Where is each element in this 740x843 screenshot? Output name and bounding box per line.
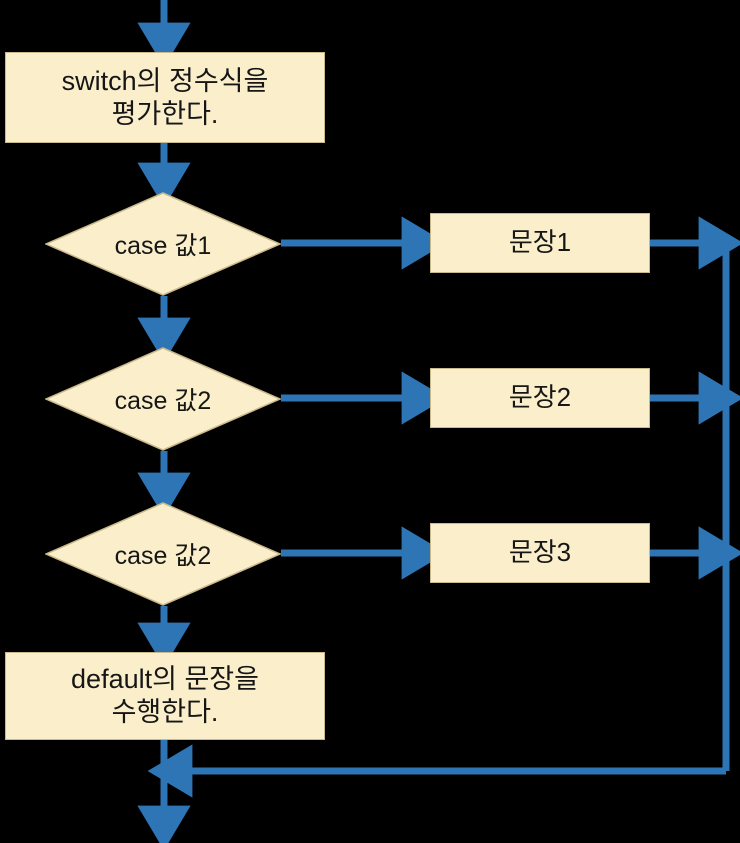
- process-box-evaluate-switch: switch의 정수식을 평가한다.: [5, 52, 325, 143]
- diamond-shape-icon: [45, 347, 281, 451]
- decision-label-case-1: case 값1: [114, 232, 212, 260]
- decision-case-value-2: case 값2: [45, 347, 281, 451]
- decision-case-value-3: case 값2: [45, 502, 281, 606]
- process-box-statement-3: 문장3: [430, 523, 650, 583]
- diamond-shape-icon: [45, 502, 281, 606]
- decision-label-case-3: case 값2: [114, 542, 212, 570]
- decision-case-value-1: case 값1: [45, 192, 281, 296]
- diamond-shape-icon: [45, 192, 281, 296]
- process-box-default-statement: default의 문장을 수행한다.: [5, 652, 325, 740]
- process-box-statement-2: 문장2: [430, 368, 650, 428]
- decision-label-case-2: case 값2: [114, 387, 212, 415]
- process-box-statement-1: 문장1: [430, 213, 650, 273]
